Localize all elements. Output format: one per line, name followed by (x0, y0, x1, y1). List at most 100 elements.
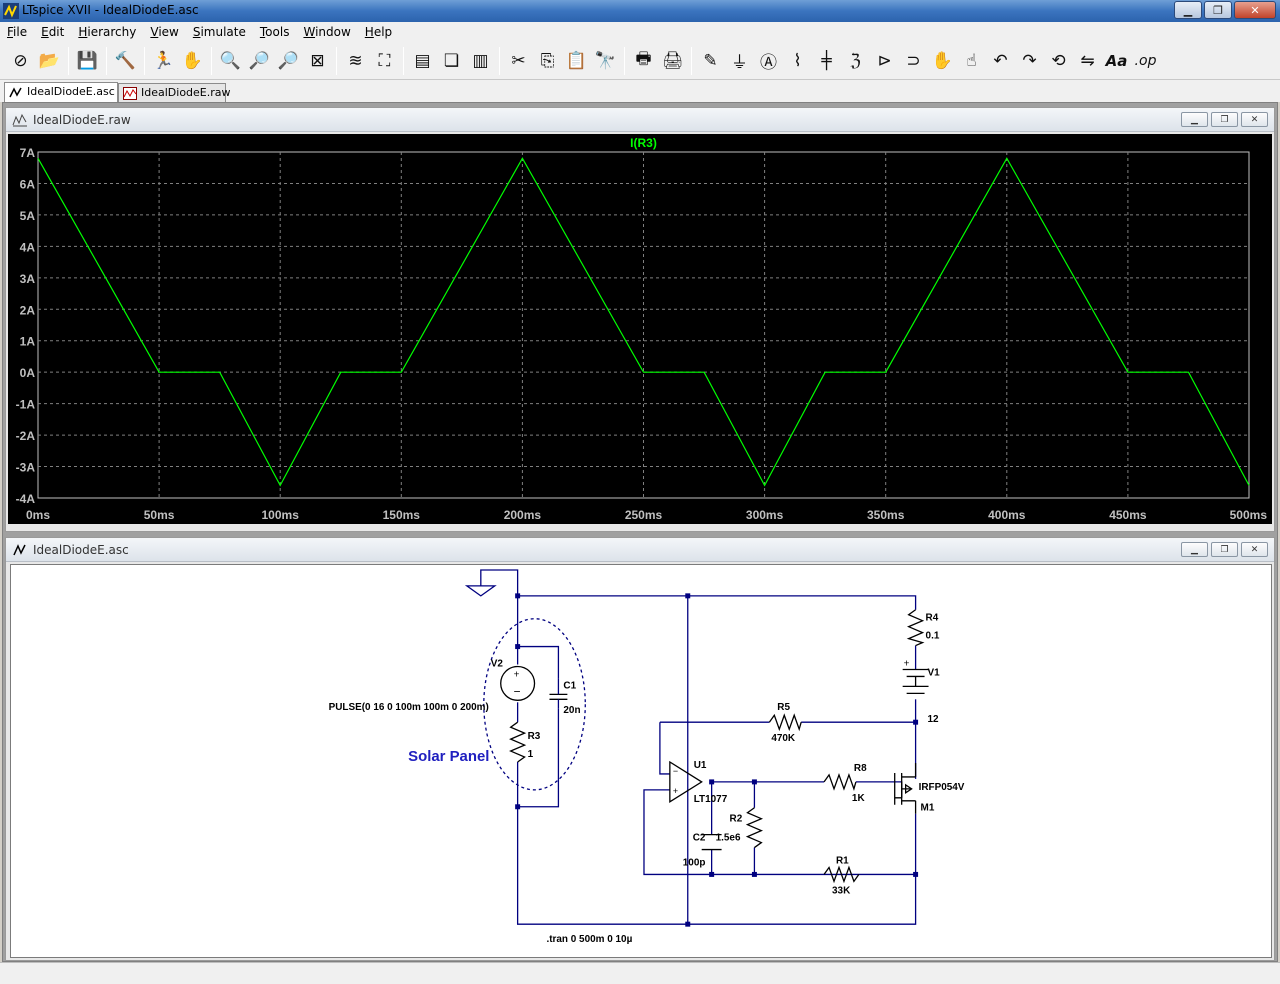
schematic-window-titlebar[interactable]: IdealDiodeE.asc ▁ ❐ ✕ (6, 538, 1274, 562)
capacitor-icon[interactable]: ╪ (821, 50, 832, 71)
r4-ref: R4 (926, 613, 939, 624)
document-tabs: IdealDiodeE.asc IdealDiodeE.raw (0, 80, 1280, 102)
close-button[interactable]: ✕ (1241, 112, 1268, 127)
y-tick-label: -2A (16, 429, 36, 443)
tile-horizontal-icon[interactable]: ▤ (414, 50, 431, 71)
minimize-button[interactable]: ▁ (1181, 112, 1208, 127)
zoom-out-icon[interactable]: 🔎 (277, 50, 300, 71)
x-tick-label: 250ms (625, 508, 663, 522)
rotate-icon[interactable]: ⟲ (1051, 50, 1066, 71)
r5-resistor[interactable] (768, 713, 802, 732)
inductor-icon[interactable]: ℨ (850, 50, 861, 71)
junction-dot (709, 871, 715, 877)
schematic-window-title: IdealDiodeE.asc (33, 543, 129, 557)
r8-ref: R8 (854, 763, 867, 774)
toolbar-separator (624, 46, 625, 75)
save-icon[interactable]: 💾 (76, 50, 99, 71)
diode-icon[interactable]: ⊳ (877, 50, 892, 71)
r3-resistor[interactable] (509, 721, 527, 763)
menu-item-view[interactable]: View (143, 25, 185, 39)
y-tick-label: 5A (20, 209, 36, 223)
pan-icon[interactable]: 🔎 (248, 50, 271, 71)
halt-icon[interactable]: ✋ (181, 50, 204, 71)
junction-dot (913, 719, 919, 725)
plot-grid (37, 151, 1250, 499)
menu-item-file[interactable]: File (0, 25, 34, 39)
x-tick-label: 100ms (262, 508, 300, 522)
copy-icon[interactable]: ⎘ (540, 50, 555, 71)
minimize-button[interactable]: ▁ (1181, 542, 1208, 557)
drag-icon[interactable]: ☝ (966, 50, 977, 71)
spice-directive-icon[interactable]: .op (1134, 52, 1157, 69)
schematic-canvas[interactable]: + − + − + V2 PULSE(0 16 0 100m 100m 0 20… (10, 564, 1272, 958)
undo-icon[interactable]: ↶ (993, 50, 1008, 71)
close-button[interactable]: ✕ (1241, 542, 1268, 557)
tab-waveform[interactable]: IdealDiodeE.raw (118, 83, 231, 102)
y-tick-label: 3A (20, 272, 36, 286)
tab-schematic[interactable]: IdealDiodeE.asc (4, 82, 118, 102)
new-schematic-icon[interactable]: ⊘ (13, 50, 28, 71)
restore-button[interactable]: ❐ (1211, 112, 1238, 127)
x-tick-label: 200ms (504, 508, 542, 522)
r1-resistor[interactable] (823, 865, 860, 884)
r2-resistor[interactable] (745, 807, 764, 849)
v2-source-symbol[interactable] (500, 665, 536, 701)
menu-item-edit[interactable]: Edit (34, 25, 71, 39)
tile-vertical-icon[interactable]: ▥ (472, 50, 489, 71)
status-bar (0, 962, 1280, 984)
menu-item-window[interactable]: Window (296, 25, 357, 39)
y-tick-label: -4A (16, 492, 36, 506)
v2-ref: V2 (491, 658, 504, 669)
trace-ir3[interactable] (37, 157, 1250, 487)
redo-icon[interactable]: ↷ (1022, 50, 1037, 71)
restore-button[interactable]: ❐ (1211, 542, 1238, 557)
c1-capacitor[interactable] (549, 693, 568, 700)
waveform-window-titlebar[interactable]: IdealDiodeE.raw ▁ ❐ ✕ (6, 108, 1274, 132)
move-icon[interactable]: ✋ (931, 50, 954, 71)
text-icon[interactable]: Aa (1105, 51, 1128, 70)
trace-label[interactable]: I(R3) (630, 136, 657, 150)
cascade-icon[interactable]: ❏ (443, 50, 460, 71)
cut-icon[interactable]: ✂ (511, 50, 526, 71)
print-icon[interactable]: 🖶 (635, 49, 652, 69)
mirror-icon[interactable]: ⇋ (1080, 50, 1095, 71)
r8-resistor[interactable] (823, 773, 857, 791)
menu-item-simulate[interactable]: Simulate (186, 25, 253, 39)
paste-icon[interactable]: 📋 (565, 50, 588, 71)
c2-capacitor[interactable] (701, 833, 722, 851)
control-panel-icon[interactable]: 🔨 (114, 50, 137, 71)
r4-value: 0.1 (926, 631, 940, 642)
u1-opamp[interactable] (669, 760, 703, 803)
wires (464, 569, 917, 925)
menu-label: dit (48, 25, 65, 39)
run-icon[interactable]: 🏃 (152, 50, 175, 71)
menu-item-tools[interactable]: Tools (253, 25, 297, 39)
print-setup-icon[interactable]: 🖨 (661, 50, 684, 71)
menu-label: imulate (200, 25, 246, 39)
menu-item-help[interactable]: Help (358, 25, 399, 39)
spice-directive[interactable]: .tran 0 500m 0 10µ (546, 934, 632, 945)
label-net-icon[interactable]: Ⓐ (760, 53, 777, 73)
close-button[interactable]: ✕ (1234, 1, 1276, 19)
r8-value: 1K (852, 793, 866, 804)
zoom-fit-icon[interactable]: ⊠ (310, 50, 325, 71)
r4-resistor[interactable] (906, 609, 925, 647)
resistor-icon[interactable]: ⌇ (793, 50, 802, 71)
menu-item-hierarchy[interactable]: Hierarchy (71, 25, 143, 39)
find-icon[interactable]: 🔭 (594, 50, 617, 71)
ground-icon[interactable]: ⏚ (731, 53, 748, 73)
autorange-icon[interactable]: ≋ (348, 50, 363, 71)
restore-button[interactable]: ❐ (1204, 1, 1232, 19)
component-icon[interactable]: ⊃ (906, 50, 921, 71)
mark-icon[interactable]: ⛶ (378, 50, 391, 71)
open-icon[interactable]: 📂 (38, 50, 61, 71)
draw-wire-icon[interactable]: ✎ (703, 50, 718, 71)
v1-battery[interactable] (902, 668, 929, 694)
u1-ref: U1 (694, 760, 707, 771)
wire (516, 595, 560, 679)
minimize-button[interactable]: ▁ (1174, 1, 1202, 19)
zoom-in-icon[interactable]: 🔍 (219, 50, 242, 71)
menu-accelerator: S (192, 25, 201, 39)
x-tick-label: 450ms (1109, 508, 1147, 522)
